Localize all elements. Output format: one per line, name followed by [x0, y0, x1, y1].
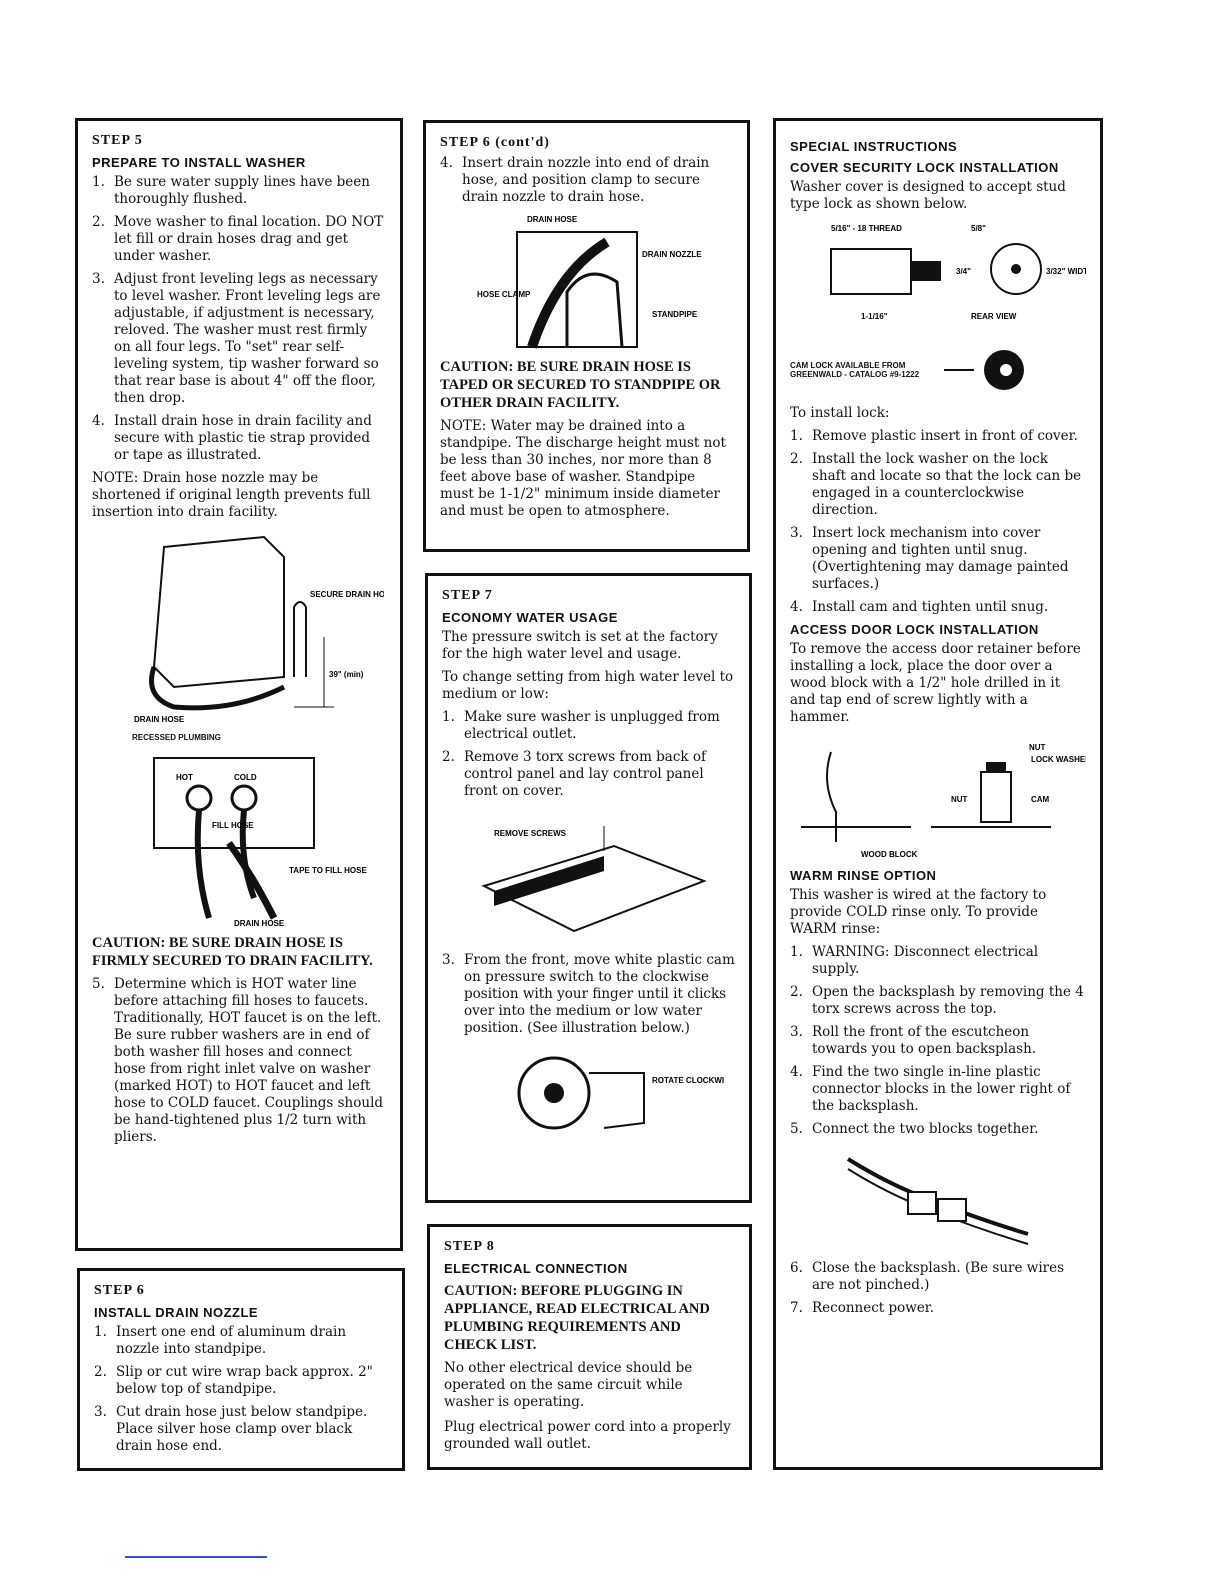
- warm-rinse-text: This washer is wired at the factory to p…: [790, 887, 1047, 937]
- step7-box: STEP 7 ECONOMY WATER USAGE The pressure …: [425, 573, 752, 1203]
- step7-heading: ECONOMY WATER USAGE: [442, 610, 618, 625]
- access-door-text: To remove the access door retainer befor…: [790, 641, 1081, 725]
- access-door-illustration: LOCK WASHER SPRING WASHER NUT CAM NUT WO…: [800, 743, 1086, 859]
- list-item: 5.Connect the two blocks together.: [790, 1121, 1039, 1137]
- step8-box: STEP 8 ELECTRICAL CONNECTION CAUTION: BE…: [427, 1224, 752, 1470]
- nut-label-2: NUT: [951, 795, 968, 804]
- list-item: 1.Insert one end of aluminum drain nozzl…: [94, 1324, 347, 1357]
- fill-hose-label: FILL HOSE: [212, 821, 254, 830]
- standpipe-label: STANDPIPE: [652, 310, 698, 319]
- list-item: 1.Remove plastic insert in front of cove…: [790, 428, 1078, 444]
- pressure-switch-illustration: ROTATE CLOCKWISE: [517, 1056, 724, 1130]
- cover-lock-text: Washer cover is designed to accept stud …: [790, 179, 1066, 212]
- step8-p1: No other electrical device should be ope…: [444, 1360, 693, 1410]
- drain-nozzle-illustration: DRAIN HOSE DRAIN NOZZLE HOSE CLAMP STAND…: [477, 215, 702, 349]
- drain-hose-illustration: SECURE DRAIN HOSE TO DRAIN FACILITY 39" …: [134, 535, 384, 724]
- len-label: 1-1/16": [861, 312, 888, 321]
- drain-hose-label-2: DRAIN HOSE: [234, 919, 285, 928]
- list-item: 5.Determine which is HOT water line befo…: [92, 976, 384, 1145]
- step6-title: STEP 6: [94, 1283, 145, 1298]
- drain-hose-label: DRAIN HOSE: [527, 215, 578, 224]
- nozzle-label: DRAIN NOZZLE: [642, 250, 702, 259]
- step6c-caution: CAUTION: BE SURE DRAIN HOSE IS TAPED OR …: [440, 359, 721, 411]
- list-item: 3.Cut drain hose just below standpipe. P…: [94, 1404, 368, 1454]
- recessed-plumbing-label: RECESSED PLUMBING: [132, 733, 221, 742]
- list-item: 3.From the front, move white plastic cam…: [442, 952, 735, 1036]
- list-item: 1.WARNING: Disconnect electrical supply.: [790, 944, 1039, 977]
- step5-note: NOTE: Drain hose nozzle may be shortened…: [92, 470, 371, 520]
- connector-illustration: [846, 1157, 1029, 1245]
- step8-p2: Plug electrical power cord into a proper…: [444, 1419, 731, 1452]
- hot-label: HOT: [176, 773, 193, 782]
- list-item: 2.Slip or cut wire wrap back approx. 2" …: [94, 1364, 373, 1397]
- height-label: 39" (min): [329, 670, 364, 679]
- cover-lock-heading: COVER SECURITY LOCK INSTALLATION: [790, 160, 1059, 175]
- special-heading: SPECIAL INSTRUCTIONS: [790, 139, 958, 154]
- secure-label: SECURE DRAIN HOSE TO DRAIN FACILITY: [310, 590, 384, 599]
- step5-caution: CAUTION: BE SURE DRAIN HOSE IS FIRMLY SE…: [92, 935, 373, 969]
- clamp-label: HOSE CLAMP: [477, 290, 531, 299]
- list-item: 7.Reconnect power.: [790, 1300, 935, 1316]
- step6c-note: NOTE: Water may be drained into a standp…: [440, 418, 726, 519]
- footer-line: [125, 1556, 267, 1558]
- step6c-title: STEP 6 (cont'd): [440, 135, 550, 150]
- list-item: 1.Be sure water supply lines have been t…: [92, 174, 370, 207]
- cam-lock-icon: [944, 350, 1024, 390]
- special-box: SPECIAL INSTRUCTIONS COVER SECURITY LOCK…: [773, 118, 1103, 1470]
- list-item: 4.Insert drain nozzle into end of drain …: [440, 155, 710, 205]
- step7-p1: The pressure switch is set at the factor…: [442, 629, 718, 662]
- cold-label: COLD: [234, 773, 257, 782]
- remove-screws-label: REMOVE SCREWS: [494, 829, 567, 838]
- drain-hose-label: DRAIN HOSE: [134, 715, 185, 724]
- step8-title: STEP 8: [444, 1239, 495, 1254]
- dim1-label: 5/8": [971, 224, 986, 233]
- list-item: 2.Open the backsplash by removing the 4 …: [790, 984, 1084, 1017]
- list-item: 3.Adjust front leveling legs as necessar…: [92, 271, 381, 406]
- control-panel-illustration: REMOVE SCREWS: [480, 826, 707, 933]
- list-item: 4.Install cam and tighten until snug.: [790, 599, 1049, 615]
- dim2-label: 3/4": [956, 267, 971, 276]
- list-item: 4.Find the two single in-line plastic co…: [790, 1064, 1071, 1114]
- list-item: 2.Move washer to final location. DO NOT …: [92, 214, 384, 264]
- list-item: 2.Install the lock washer on the lock sh…: [790, 451, 1082, 518]
- step6-heading: INSTALL DRAIN NOZZLE: [94, 1305, 259, 1320]
- cam-label: CAM: [1031, 795, 1050, 804]
- wood-block-label: WOOD BLOCK: [861, 850, 918, 859]
- step8-heading: ELECTRICAL CONNECTION: [444, 1261, 628, 1276]
- list-item: 6.Close the backsplash. (Be sure wires a…: [790, 1260, 1065, 1293]
- cam-lock-label: CAM LOCK AVAILABLE FROM GREENWALD - CATA…: [790, 361, 920, 379]
- width-label: 3/32" WIDTH: [1046, 267, 1086, 276]
- nut-label: NUT: [1029, 743, 1046, 752]
- step7-p2: To change setting from high water level …: [442, 669, 734, 702]
- step6c-box: STEP 6 (cont'd) 4.Insert drain nozzle in…: [423, 120, 750, 552]
- list-item: 1.Make sure washer is unplugged from ele…: [442, 709, 720, 742]
- access-door-heading: ACCESS DOOR LOCK INSTALLATION: [790, 622, 1039, 637]
- step8-caution: CAUTION: BEFORE PLUGGING IN APPLIANCE, R…: [444, 1283, 710, 1353]
- step7-title: STEP 7: [442, 588, 493, 603]
- rotate-label: ROTATE CLOCKWISE: [652, 1076, 724, 1085]
- step5-box: STEP 5 PREPARE TO INSTALL WASHER 1.Be su…: [75, 118, 403, 1251]
- warm-rinse-heading: WARM RINSE OPTION: [790, 868, 937, 883]
- list-item: 3.Roll the front of the escutcheon towar…: [790, 1024, 1037, 1057]
- step6-box: STEP 6 INSTALL DRAIN NOZZLE 1.Insert one…: [77, 1268, 405, 1471]
- lock-dimension-illustration: 5/16" - 18 THREAD 5/8" 3/4" 3/32" WIDTH …: [829, 224, 1086, 321]
- thread-label: 5/16" - 18 THREAD: [831, 224, 902, 233]
- step5-title: STEP 5: [92, 133, 143, 148]
- list-item: 4.Install drain hose in drain facility a…: [92, 413, 372, 463]
- step5-heading: PREPARE TO INSTALL WASHER: [92, 155, 306, 170]
- step5-list: 1.Be sure water supply lines have been t…: [92, 174, 386, 464]
- recessed-plumbing-illustration: HOT COLD FILL HOSE TAPE TO FILL HOSE DRA…: [153, 757, 367, 928]
- list-item: 2.Remove 3 torx screws from back of cont…: [442, 749, 707, 799]
- list-item: 3.Insert lock mechanism into cover openi…: [790, 525, 1069, 592]
- lockwasher-label: LOCK WASHER SPRING WASHER: [1031, 755, 1086, 764]
- rear-view-label: REAR VIEW: [971, 312, 1017, 321]
- tape-label: TAPE TO FILL HOSE: [289, 866, 367, 875]
- to-install-label: To install lock:: [790, 405, 890, 421]
